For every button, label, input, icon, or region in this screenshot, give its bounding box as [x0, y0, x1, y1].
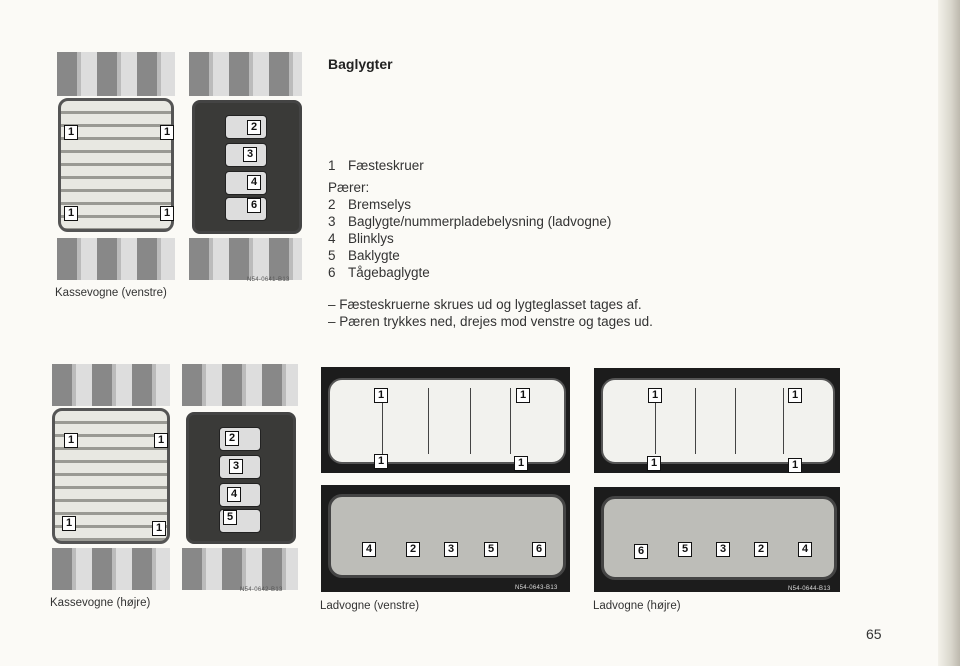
- callout: 1: [160, 206, 174, 221]
- bulbs-heading: Pærer:: [328, 180, 370, 195]
- callout: 3: [243, 147, 257, 162]
- figure-code: N54-0643-B13: [515, 585, 558, 591]
- callout: 1: [152, 521, 166, 536]
- callout: 2: [225, 431, 239, 446]
- callout: 2: [754, 542, 768, 557]
- callout: 1: [514, 456, 528, 471]
- callout: 6: [532, 542, 546, 557]
- callout: 1: [516, 388, 530, 403]
- callout: 2: [406, 542, 420, 557]
- callout: 6: [634, 544, 648, 559]
- callout: 1: [62, 516, 76, 531]
- callout: 4: [247, 175, 261, 190]
- figure-code: N54-0642-B13: [240, 587, 283, 593]
- section-title: Baglygter: [328, 56, 393, 72]
- figure-code: N54-0641-B13: [247, 277, 290, 283]
- figure-code: N54-0644-B13: [788, 586, 831, 592]
- callout: 6: [247, 198, 261, 213]
- callout: 1: [64, 433, 78, 448]
- callout: 5: [223, 510, 237, 525]
- figure-caption: Ladvogne (højre): [593, 600, 681, 612]
- callout: 1: [648, 388, 662, 403]
- callout: 1: [374, 388, 388, 403]
- callout: 4: [227, 487, 241, 502]
- callout: 1: [154, 433, 168, 448]
- callout: 4: [362, 542, 376, 557]
- callout: 1: [160, 125, 174, 140]
- page-edge: [938, 0, 960, 666]
- callout: 1: [647, 456, 661, 471]
- callout: 1: [788, 388, 802, 403]
- lamp-lens-illustration: [328, 378, 566, 464]
- step-2: – Pæren trykkes ned, drejes mod venstre …: [328, 314, 653, 329]
- figure-caption: Kassevogne (højre): [50, 597, 151, 609]
- callout: 1: [64, 206, 78, 221]
- figure-caption: Ladvogne (venstre): [320, 600, 420, 612]
- step-1: – Fæsteskruerne skrues ud og lygteglasse…: [328, 297, 642, 312]
- figure-caption: Kassevogne (venstre): [55, 287, 167, 299]
- callout: 4: [798, 542, 812, 557]
- callout: 3: [229, 459, 243, 474]
- callout: 1: [374, 454, 388, 469]
- bulb-holder-illustration: [328, 494, 566, 578]
- callout: 3: [716, 542, 730, 557]
- page-number: 65: [866, 626, 882, 642]
- callout: 5: [484, 542, 498, 557]
- callout: 1: [788, 458, 802, 473]
- bulb-holder-illustration: [601, 496, 837, 580]
- callout: 3: [444, 542, 458, 557]
- callout: 2: [247, 120, 261, 135]
- bulb-holder-illustration: [186, 412, 296, 544]
- callout: 5: [678, 542, 692, 557]
- callout: 1: [64, 125, 78, 140]
